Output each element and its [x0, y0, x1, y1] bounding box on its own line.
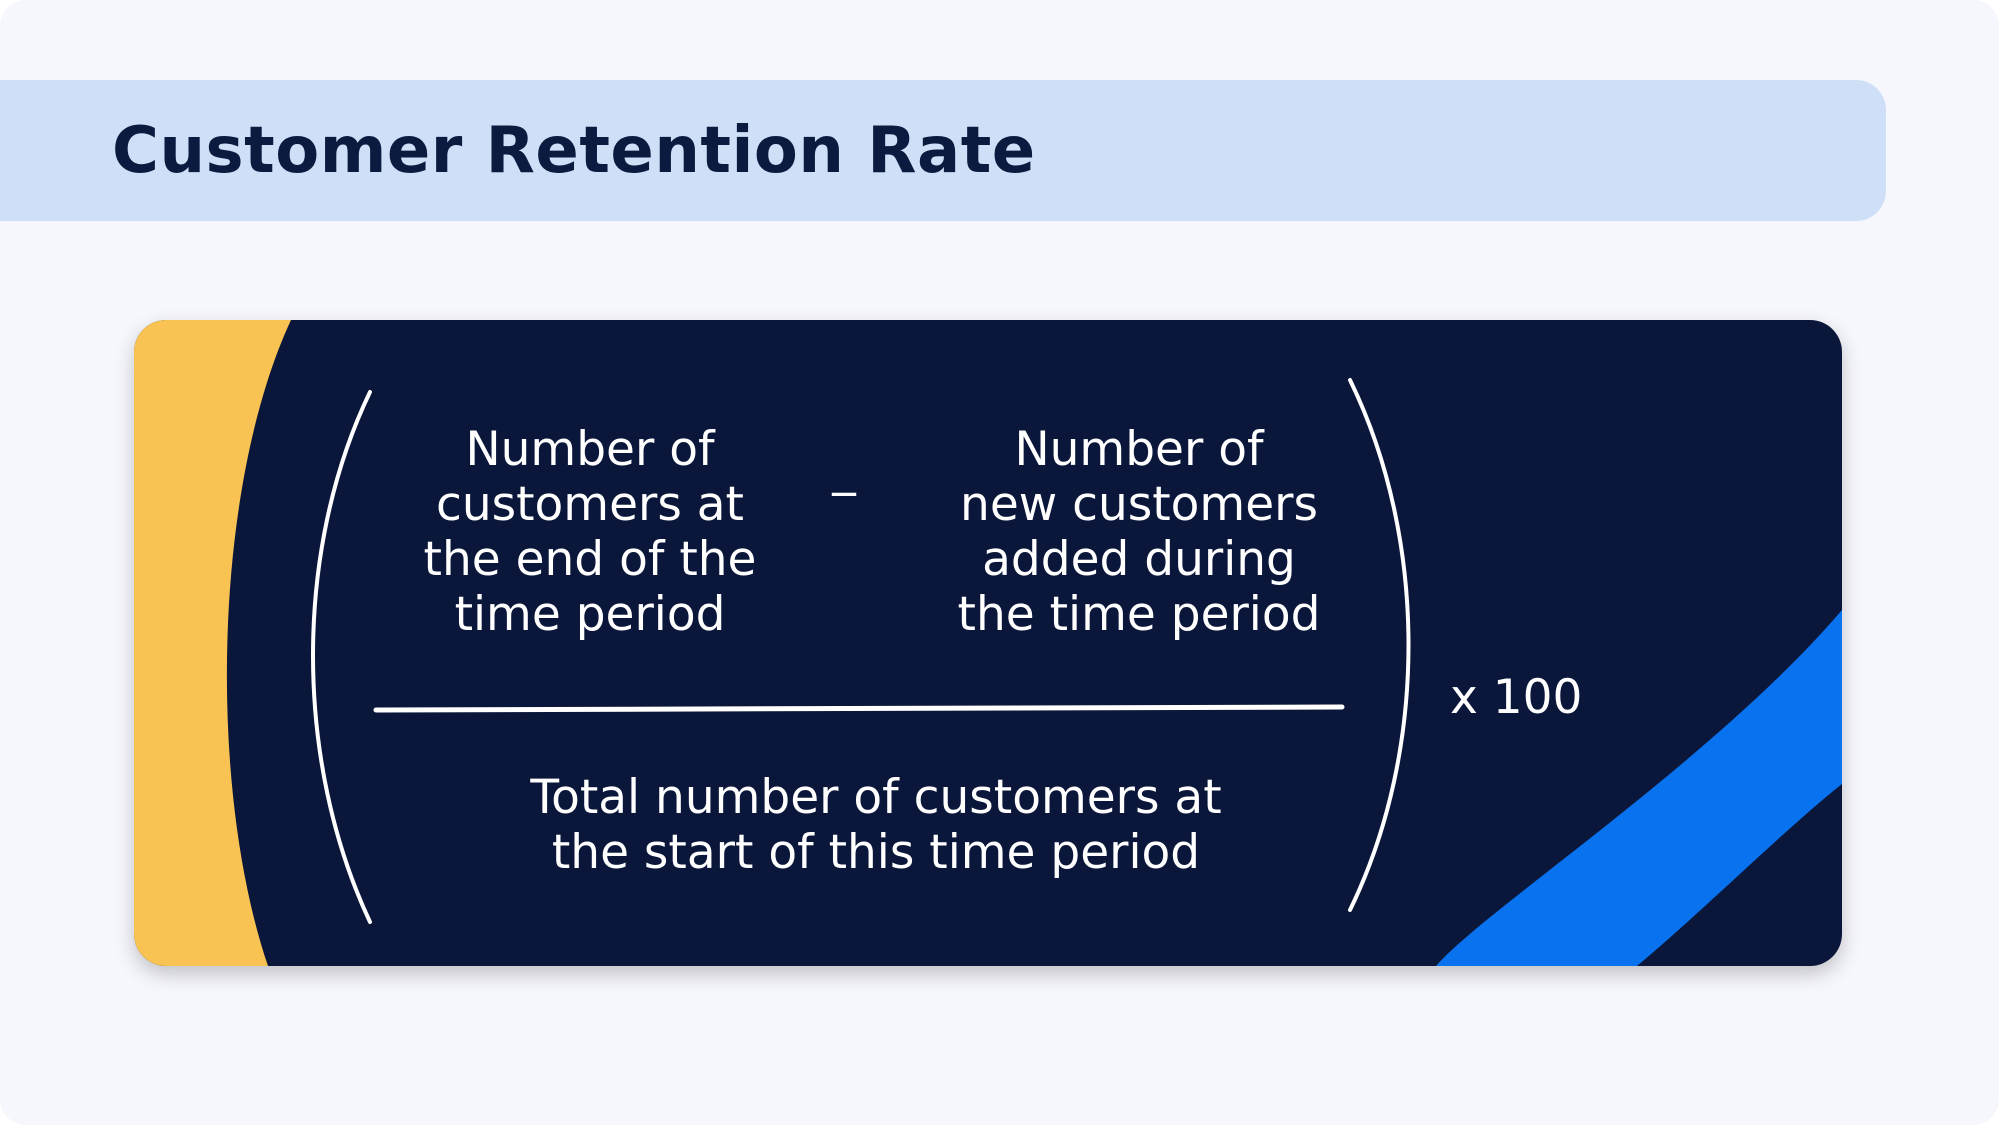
fraction-bar [373, 704, 1345, 713]
formula-card: Number of customers at the end of the ti… [134, 320, 1842, 966]
minus-operator: _ [832, 442, 856, 497]
numerator-customers-at-end: Number of customers at the end of the ti… [423, 422, 757, 642]
multiplier: x 100 [1450, 670, 1583, 725]
blue-swoosh-shape [1436, 610, 1842, 966]
title-banner [0, 80, 1886, 221]
denominator-customers-at-start: Total number of customers at the start o… [530, 770, 1222, 880]
page-title: Customer Retention Rate [112, 114, 1036, 188]
right-parenthesis [1348, 378, 1411, 912]
left-parenthesis [311, 390, 372, 924]
numerator-new-customers: Number of new customers added during the… [957, 422, 1321, 642]
formula-card-decoration [134, 320, 1842, 966]
yellow-accent-shape [134, 320, 291, 966]
